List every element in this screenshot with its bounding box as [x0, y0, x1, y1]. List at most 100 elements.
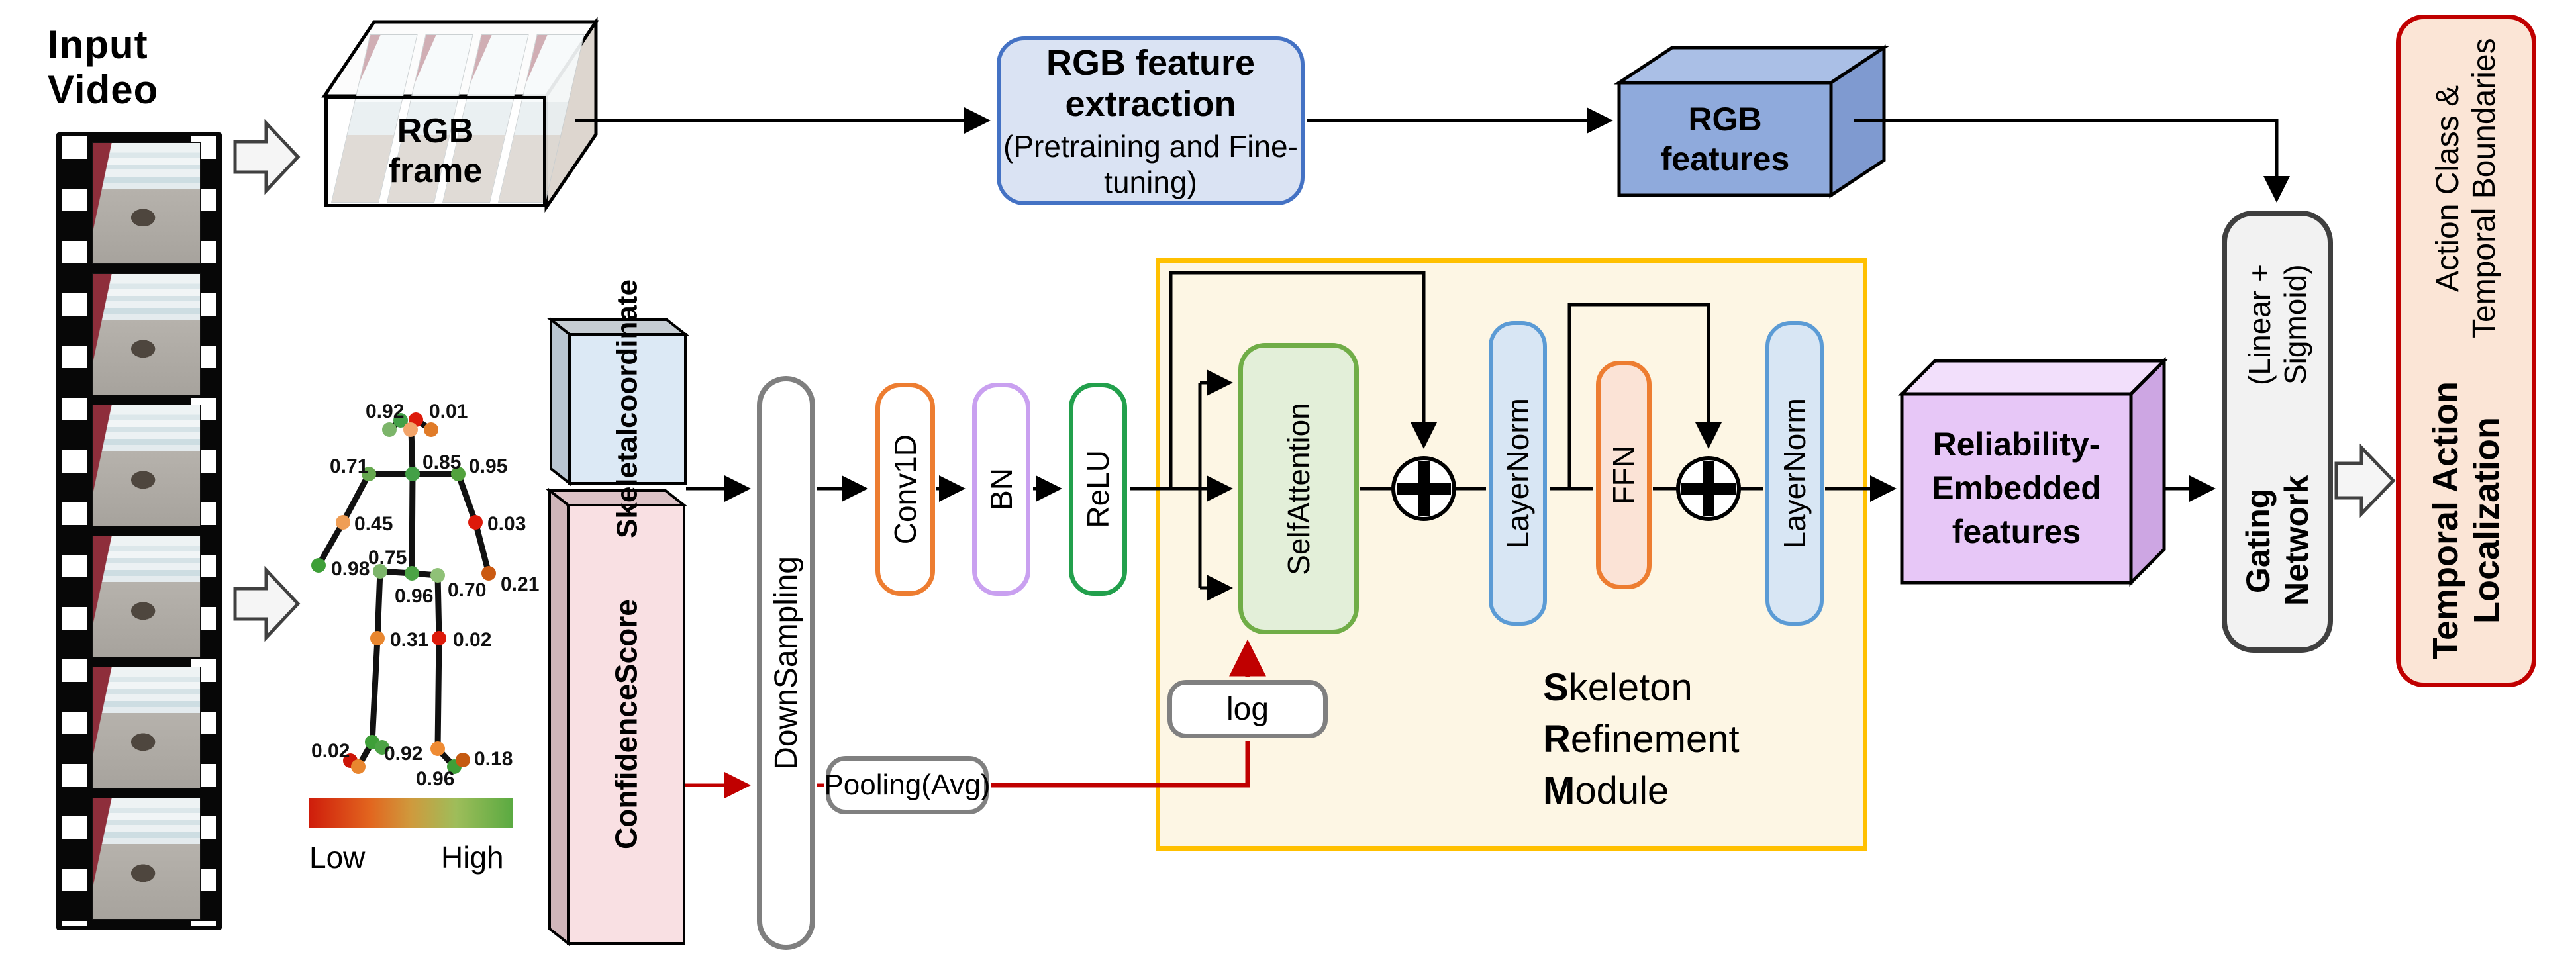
rgb-frame-line2: frame	[388, 152, 483, 190]
layernorm1-box: LayerNorm	[1489, 321, 1547, 626]
film-sprockets-right	[191, 136, 216, 926]
tal-title: Temporal Action Localization	[2426, 381, 2506, 659]
skeleton-joint-dot	[351, 759, 366, 774]
skeleton-joint-dot	[405, 566, 419, 581]
rgb-feature-extraction-subtitle: (Pretraining and Fine-tuning)	[1003, 128, 1298, 199]
joint-confidence-value: 0.92	[384, 743, 423, 765]
confidence-gradient-bar	[309, 798, 513, 828]
downsampling-box: DownSampling	[757, 376, 815, 950]
relu-label: ReLU	[1081, 450, 1115, 528]
input-video-line1: Input	[48, 23, 148, 67]
layernorm2-label: LayerNorm	[1777, 398, 1812, 549]
video-frame	[92, 142, 201, 264]
skeleton-joint-dot	[393, 413, 408, 428]
relu-box: ReLU	[1069, 383, 1127, 596]
sum-operator-1	[1391, 456, 1456, 521]
reliability-features-box-3d	[1897, 356, 2169, 587]
bn-label: BN	[984, 468, 1018, 510]
joint-confidence-value: 0.31	[390, 629, 429, 651]
joint-confidence-value: 0.02	[311, 740, 350, 762]
skeleton-joint-dot	[405, 467, 420, 481]
confidence-score-box-3d	[546, 487, 688, 947]
skeleton-joints	[311, 412, 496, 774]
skeleton-joint-dot	[382, 422, 397, 437]
skeleton-joint-dot	[311, 558, 326, 573]
reliability-line2: Embedded	[1932, 469, 2101, 506]
black-arrows	[575, 107, 2290, 601]
video-frame	[92, 273, 201, 395]
ffn-box: FFN	[1596, 361, 1652, 589]
rgb-features-label: RGB features	[1619, 99, 1831, 179]
gating-network-box: Gating Network (Linear + Sigmoid)	[2222, 211, 2333, 653]
reliability-line3: features	[1952, 513, 2081, 550]
film-sprockets-left	[62, 136, 87, 926]
joint-confidence-value: 0.96	[395, 585, 434, 607]
conv1d-box: Conv1D	[875, 383, 935, 596]
rgb-frame-line1: RGB	[397, 112, 474, 150]
skeleton-joint-dot	[362, 467, 376, 481]
srm-label: Skeleton Refinement Module	[1543, 662, 1740, 817]
skeleton-joint-dot	[375, 740, 389, 755]
joint-confidence-value: 0.02	[453, 629, 492, 651]
skeleton-joint-dot	[481, 566, 496, 581]
red-arrows	[685, 639, 1266, 798]
rgb-frame-label: RGB frame	[324, 111, 546, 191]
srm-l1-rest: keleton	[1568, 666, 1693, 709]
reliability-line1: Reliability-	[1932, 426, 2101, 463]
self-attention-line2: Attention	[1281, 402, 1316, 523]
log-label: log	[1226, 691, 1269, 727]
joint-confidence-value: 0.75	[368, 547, 407, 569]
joint-confidence-value: 0.01	[429, 401, 468, 422]
rgb-feature-extraction-title: RGB feature extraction	[1046, 42, 1256, 124]
block-arrow-gating-to-tal	[2334, 443, 2396, 518]
sum-operator-2	[1676, 456, 1741, 521]
confidence-score-label: Confidence Score	[568, 505, 684, 943]
video-frame	[92, 798, 201, 920]
gating-network-subtitle: (Linear + Sigmoid)	[2242, 264, 2312, 386]
rgb-features-box-3d	[1613, 44, 1890, 199]
video-frame	[92, 405, 201, 526]
srm-l3-bold: M	[1543, 769, 1575, 812]
joint-confidence-value: 0.03	[487, 513, 526, 535]
srm-l2-bold: R	[1543, 718, 1571, 761]
skeleton-joint-dot	[430, 568, 445, 583]
bn-box: BN	[972, 383, 1030, 596]
joint-confidence-value: 0.98	[331, 558, 370, 580]
input-video-line2: Video	[48, 68, 159, 112]
block-arrow-film-to-rgbframe	[233, 119, 301, 195]
skeleton-joint-dot	[456, 753, 470, 767]
pooling-label: Pooling(Avg)	[824, 769, 991, 801]
joint-confidence-value: 0.18	[474, 748, 513, 770]
rgb-frame-front-border	[324, 96, 546, 207]
joint-confidence-value: 0.70	[448, 579, 487, 601]
srm-l2-rest: efinement	[1570, 718, 1740, 761]
joint-confidence-value: 0.21	[501, 573, 540, 595]
video-frame	[92, 667, 201, 788]
srm-l3-rest: odule	[1575, 769, 1669, 812]
rgb-features-line1: RGB	[1688, 101, 1762, 138]
self-attention-line1: Self	[1281, 522, 1316, 575]
joint-confidence-value: 0.45	[354, 513, 393, 535]
skeletal-line2: coordinate	[611, 279, 644, 428]
confidence-line1: Confidence	[609, 683, 644, 850]
downsampling-label: DownSampling	[768, 556, 804, 770]
reliability-features-label: Reliability- Embedded features	[1902, 422, 2131, 553]
joint-confidence-value: 0.85	[422, 452, 462, 473]
skeletal-coordinate-box-3d	[547, 316, 689, 487]
tal-subtitle: Action Class & Temporal Boundaries	[2430, 38, 2502, 339]
skeleton-joint-dot	[373, 564, 387, 579]
ffn-label: FFN	[1607, 445, 1641, 505]
legend-high-label: High	[441, 840, 504, 875]
layernorm1-label: LayerNorm	[1501, 398, 1535, 549]
skeleton-joint-dot	[403, 422, 418, 437]
joint-confidence-value: 0.95	[469, 455, 508, 477]
joint-confidence-value: 0.96	[416, 768, 455, 790]
skeleton-joint-dot	[424, 422, 438, 437]
self-attention-box: Self Attention	[1238, 343, 1359, 634]
confidence-line2: Score	[609, 598, 644, 684]
skeleton-joint-dot	[370, 631, 385, 645]
rgb-features-line2: features	[1660, 140, 1790, 177]
joint-confidence-value: 0.71	[330, 455, 369, 477]
gating-network-title: Gating Network	[2240, 475, 2315, 606]
